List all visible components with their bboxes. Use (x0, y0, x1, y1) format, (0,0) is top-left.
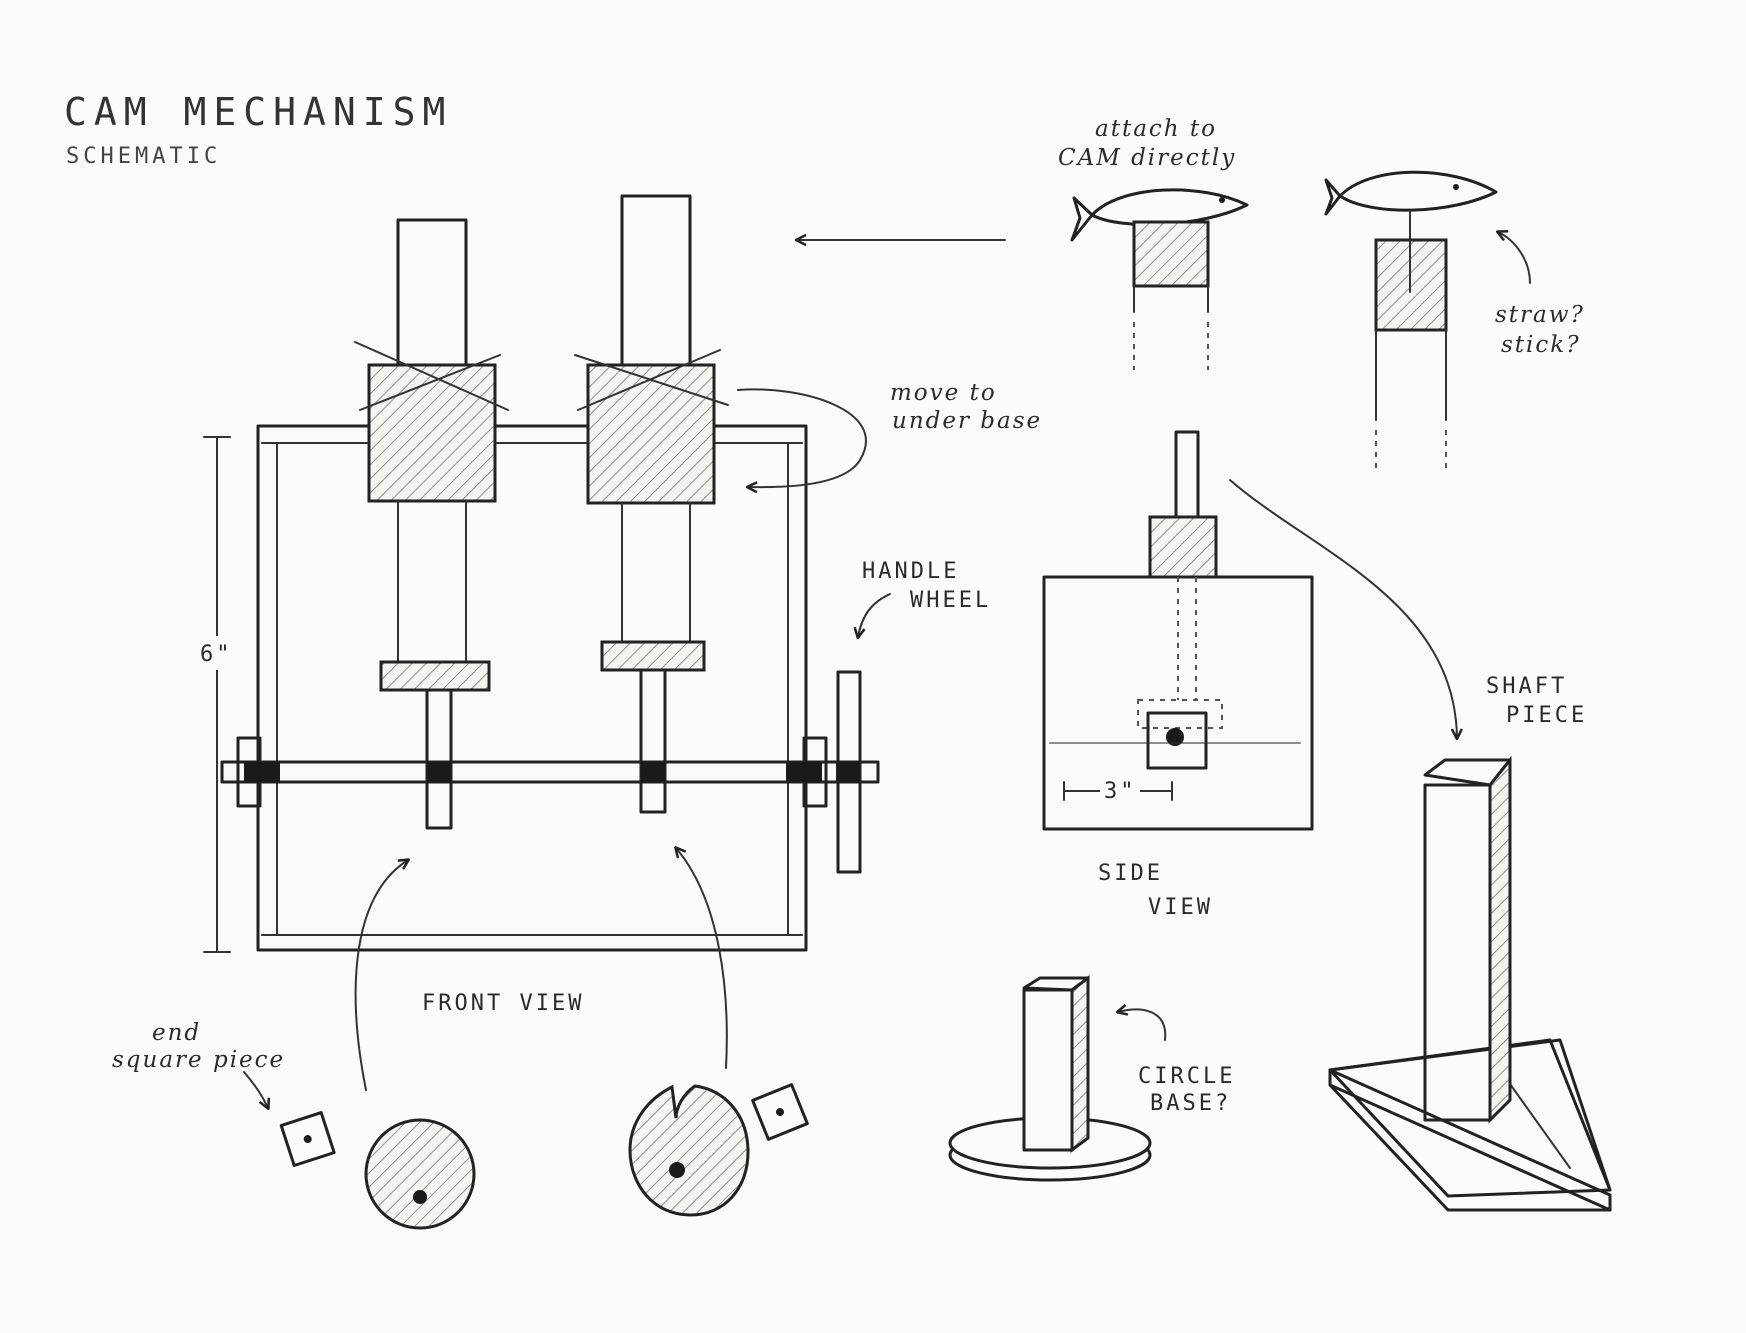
axle (220, 670, 880, 874)
circle-column-front (1022, 988, 1074, 1152)
handle-label-line1: HANDLE (862, 559, 959, 584)
front-view-label: FRONT VIEW (422, 991, 584, 1016)
shaft-arrow (1229, 479, 1457, 738)
fish-attachment: attach to CAM directly straw? stick? (797, 116, 1585, 470)
right-follower-bushing (586, 363, 716, 505)
straw-note-line1: straw? (1495, 302, 1585, 328)
cam-arrow-left (354, 860, 408, 1091)
left-follower-rod-top (396, 218, 468, 367)
fish-1-body (1090, 188, 1249, 227)
end-note-arrow (243, 1071, 268, 1108)
shaft-column-front (1423, 783, 1492, 1122)
move-note-line2: under base (892, 408, 1042, 434)
fish-2-body (1338, 170, 1498, 212)
cam-parts: end square piece (112, 848, 809, 1230)
circle-base-arrow (1118, 1009, 1167, 1041)
left-follower-plate (379, 660, 491, 692)
side-axle (1166, 728, 1184, 746)
shaft-label-line2: PIECE (1506, 703, 1587, 728)
move-arrow (737, 388, 867, 487)
shaft-base-side (1328, 1068, 1612, 1212)
right-cam-stem (639, 668, 667, 814)
round-cam (364, 1118, 476, 1230)
side-view-line1: SIDE (1098, 861, 1163, 886)
side-bushing (1148, 515, 1218, 579)
circle-label-line1: CIRCLE (1138, 1064, 1235, 1089)
circle-label-line2: BASE? (1150, 1091, 1231, 1116)
end-square-piece-left (279, 1111, 336, 1168)
right-follower (574, 194, 729, 814)
attach-note-line2: CAM directly (1058, 145, 1236, 171)
end-note-line1: end (152, 1020, 201, 1046)
fish-1-cam-block (1132, 220, 1210, 288)
right-follower-plate (600, 640, 706, 672)
handle-label-line2: WHEEL (910, 588, 991, 613)
height-dimension: 6" (200, 436, 234, 953)
end-square-piece-right (751, 1083, 809, 1141)
snail-cam (628, 1084, 750, 1217)
shaft-base-plate (1328, 1038, 1612, 1198)
shaft-label-line1: SHAFT (1486, 674, 1567, 699)
cam-arrow-right (676, 848, 728, 1069)
move-note-line1: move to (890, 380, 997, 406)
side-view-line2: VIEW (1148, 895, 1213, 920)
circle-base-piece: CIRCLE BASE? (948, 975, 1235, 1182)
shaft-base-top (1328, 1068, 1612, 1212)
width-dim-label: 3" (1104, 779, 1137, 804)
side-rod (1174, 430, 1200, 519)
sheet-subtitle: SCHEMATIC (66, 144, 221, 169)
fish-1-tail (1070, 196, 1094, 242)
frame (256, 424, 808, 952)
side-view: 3" SIDE VIEW (1042, 430, 1314, 920)
straw-arrow (1498, 232, 1531, 284)
height-dim-label: 6" (200, 642, 233, 667)
sheet-title: CAM MECHANISM (64, 90, 452, 134)
straw-note-line2: stick? (1501, 332, 1581, 358)
right-follower-rod-top (620, 194, 692, 367)
side-cam-block (1146, 711, 1208, 770)
front-view: 6" (200, 194, 1042, 1016)
shaft-column-side (1488, 755, 1512, 1124)
attach-note-line1: attach to (1095, 116, 1217, 142)
circle-column-side (1070, 975, 1090, 1153)
left-follower-bushing (367, 363, 497, 503)
axle-shaft (220, 760, 880, 784)
left-follower (354, 218, 509, 830)
shaft-piece: SHAFT PIECE (1229, 479, 1612, 1212)
handle-arrow (858, 593, 891, 637)
end-note-line2: square piece (112, 1047, 285, 1073)
fish-2-tail (1324, 178, 1342, 216)
left-cam-stem (425, 688, 453, 830)
